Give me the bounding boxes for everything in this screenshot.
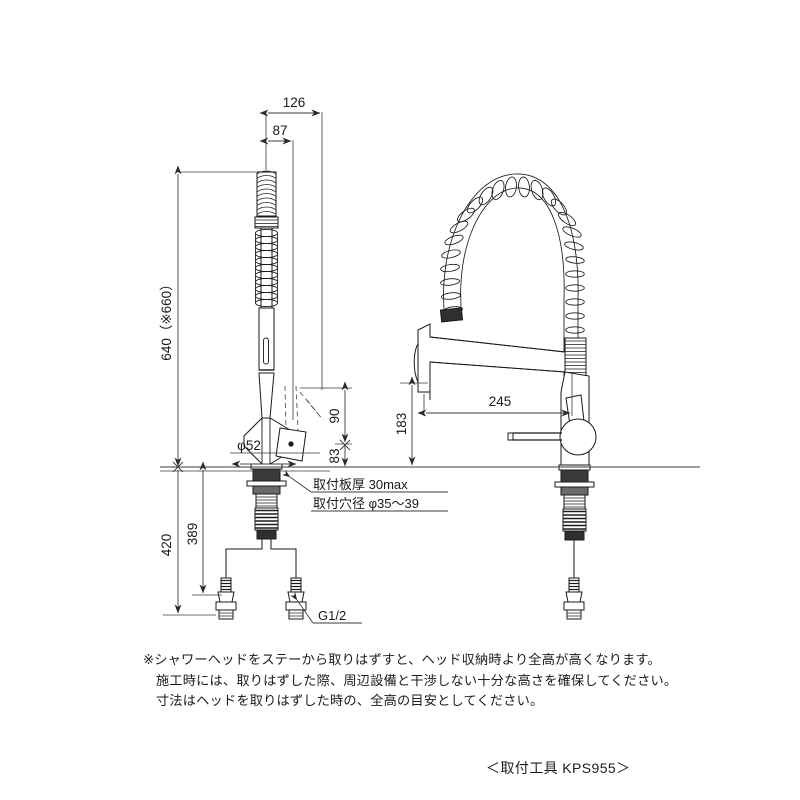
- spout-neck: [258, 372, 275, 419]
- dim-389-label: 389: [185, 523, 200, 546]
- dim-183: 183: [394, 376, 428, 466]
- notes-block: ※シャワーヘッドをステーから取りはずすと、ヘッド収納時より全高が高くなります。 …: [143, 650, 703, 712]
- hose-clamp: [439, 307, 464, 323]
- deck-mount-right: [554, 464, 595, 580]
- callout-deck-thickness-label: 取付板厚 30max: [313, 477, 408, 492]
- supply-connector-right: [285, 577, 307, 620]
- dim-90: 90: [300, 381, 352, 445]
- left-faucet-assembly: [215, 170, 324, 620]
- dim-245: 245: [417, 372, 573, 417]
- callout-g12-label: G1/2: [318, 608, 346, 623]
- spout-slot: [263, 337, 269, 365]
- handle-pivot-ring: [559, 418, 597, 456]
- dim-126: 126: [259, 95, 323, 390]
- coiled-hose-vertical: [255, 228, 278, 308]
- callout-hole-diameter: 取付穴径 φ35〜39: [311, 496, 448, 512]
- coiled-hose-arc: [440, 173, 585, 430]
- dim-phi52-label: φ52: [237, 438, 261, 453]
- supply-branch-lines: [225, 539, 297, 580]
- shower-head-sleeve: [256, 170, 277, 217]
- callout-deck-thickness: 取付板厚 30max: [282, 470, 448, 493]
- dim-420: 420: [159, 470, 216, 616]
- dim-640-label: 640（※660）: [159, 277, 174, 360]
- note-line-3: 寸法はヘッドを取りはずした時の、全高の目安としてください。: [156, 693, 544, 708]
- deck-mount-left: [246, 463, 287, 540]
- dim-183-label: 183: [394, 413, 409, 436]
- dim-83: 83: [327, 439, 351, 467]
- dim-245-label: 245: [489, 394, 512, 409]
- note-line-1: ※シャワーヘッドをステーから取りはずすと、ヘッド収納時より全高が高くなります。: [143, 652, 661, 667]
- head-collar: [254, 216, 279, 229]
- dim-640: 640（※660）: [159, 165, 256, 473]
- mounting-tool-label: ＜取付工具 KPS955＞: [486, 760, 631, 776]
- note-line-2: 施工時には、取りはずした際、周辺設備と干渉しない十分な高さを確保してください。: [156, 672, 678, 688]
- supply-connector-left: [215, 577, 237, 620]
- dim-87-label: 87: [272, 123, 287, 138]
- head-stowed-phantom: [284, 385, 324, 431]
- dim-420-label: 420: [159, 534, 174, 557]
- dim-87: 87: [259, 123, 294, 420]
- spout-arm: [417, 323, 566, 393]
- dim-126-label: 126: [283, 95, 306, 110]
- callout-g12: G1/2: [290, 592, 362, 624]
- supply-connector-right-unit: [563, 577, 585, 620]
- right-faucet-assembly: [413, 173, 597, 620]
- dim-phi52: φ52: [230, 438, 320, 468]
- dim-389: 389: [185, 461, 222, 596]
- dim-90-label: 90: [327, 408, 342, 423]
- dim-83-label: 83: [327, 448, 342, 463]
- spout-body: [258, 307, 275, 374]
- callout-hole-diameter-label: 取付穴径 φ35〜39: [313, 496, 419, 511]
- spout-arm-lip: [413, 343, 419, 383]
- head-stay-bracket: [275, 427, 307, 462]
